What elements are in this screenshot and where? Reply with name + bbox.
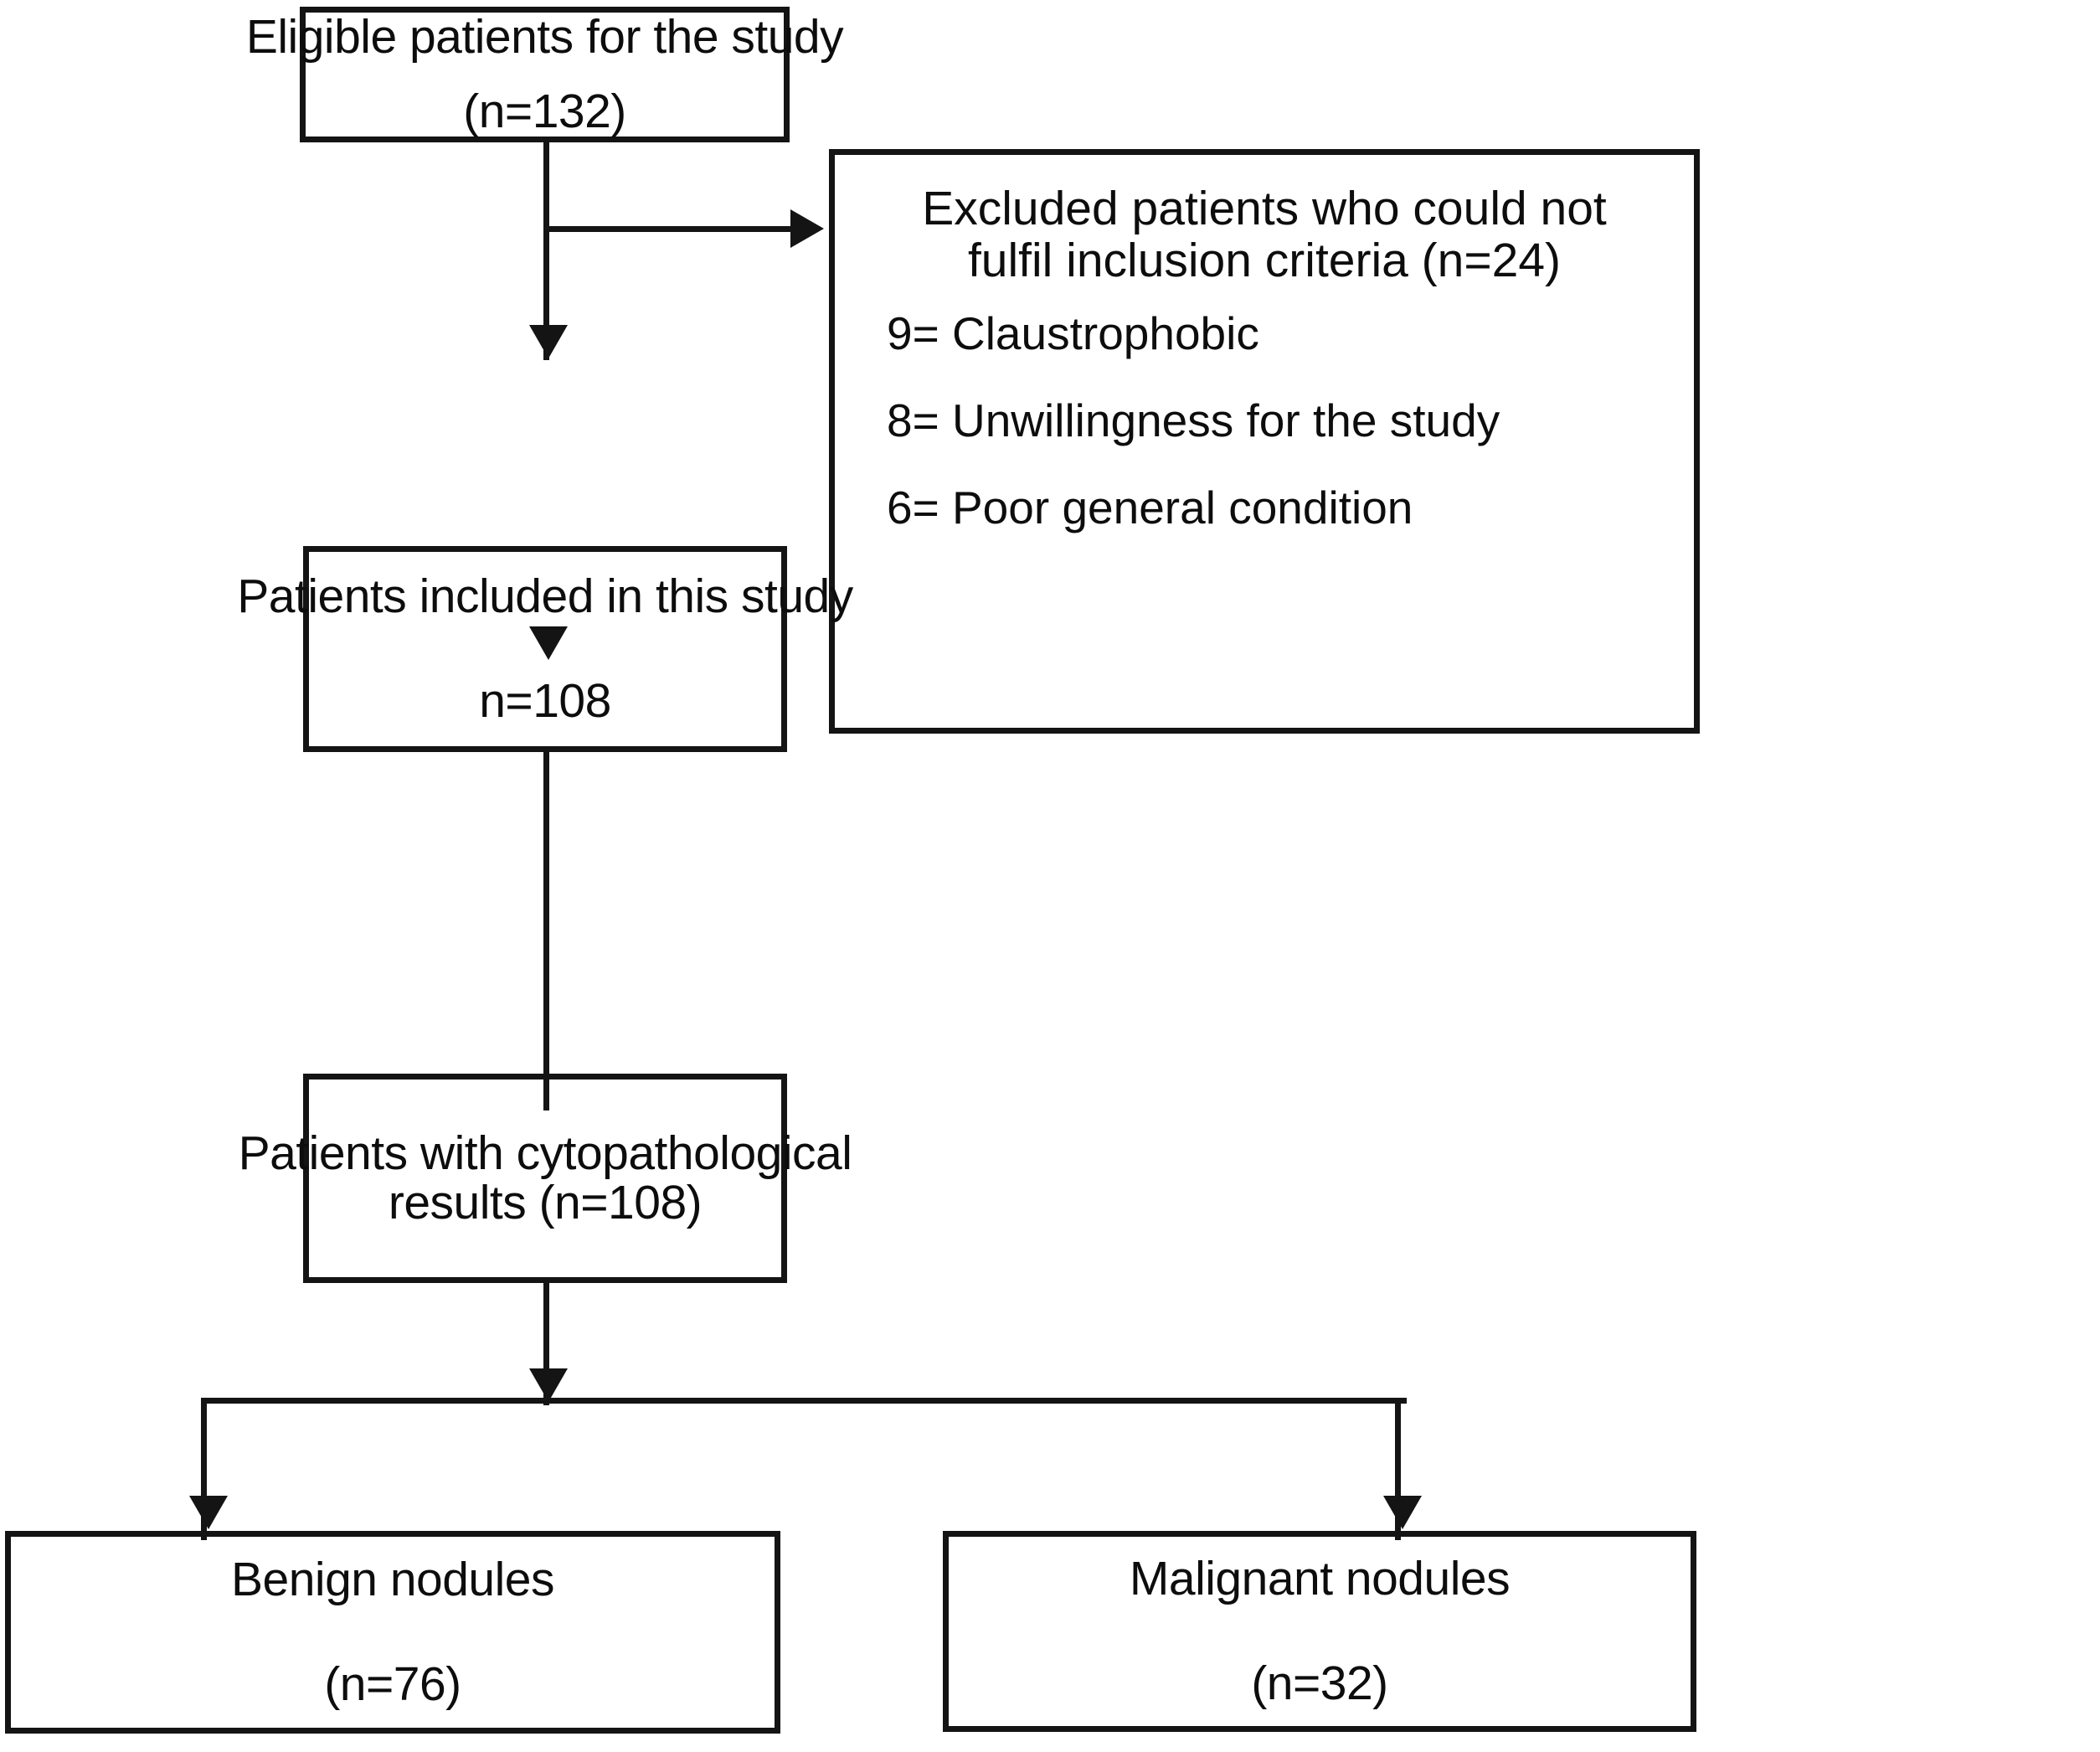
excluded-reason-list: 9= Claustrophobic 8= Unwillingness for t…: [835, 307, 1694, 533]
node-excluded-line1: Excluded patients who could not: [922, 182, 1607, 235]
arrowhead-down-icon: [529, 325, 568, 358]
connector-eligible-to-included: [543, 141, 549, 360]
node-malignant-title: Malignant nodules: [1129, 1551, 1511, 1605]
excluded-text-block: Excluded patients who could not fulfil i…: [835, 183, 1694, 532]
node-malignant-nodules: Malignant nodules (n=32): [943, 1531, 1696, 1732]
node-included-title: Patients included in this study: [237, 569, 853, 623]
connector-cyto-to-split: [543, 1281, 549, 1405]
node-eligible-patients: Eligible patients for the study (n=132): [246, 7, 844, 142]
node-excluded-line2: fulfil inclusion criteria (n=24): [967, 233, 1562, 287]
connector-included-to-cyto: [543, 750, 549, 1110]
excluded-reason-claustrophobic: 9= Claustrophobic: [887, 307, 1259, 360]
connector-split-to-malignant: [1395, 1398, 1401, 1540]
excluded-reason-unwillingness: 8= Unwillingness for the study: [887, 394, 1500, 446]
connector-to-excluded: [543, 226, 795, 232]
arrowhead-down-icon: [1383, 1496, 1422, 1529]
node-cyto-line2: results (n=108): [388, 1176, 703, 1229]
node-benign-count: (n=76): [324, 1657, 461, 1711]
arrowhead-right-icon: [790, 209, 824, 248]
node-excluded-patients: Excluded patients who could not fulfil i…: [829, 149, 1700, 734]
node-patients-included: Patients included in this study n=108: [237, 546, 853, 752]
node-included-count: n=108: [479, 674, 611, 728]
excluded-reason-poor-general-condition: 6= Poor general condition: [887, 481, 1413, 533]
arrowhead-down-icon: [529, 626, 568, 660]
node-cyto-line1: Patients with cytopathological: [238, 1126, 852, 1180]
node-benign-nodules: Benign nodules (n=76): [5, 1531, 780, 1734]
node-malignant-count: (n=32): [1251, 1657, 1388, 1710]
connector-split-horizontal: [201, 1398, 1407, 1404]
connector-split-to-benign: [201, 1398, 207, 1540]
node-benign-title: Benign nodules: [231, 1552, 555, 1606]
arrowhead-down-icon: [189, 1496, 228, 1529]
arrowhead-down-icon: [529, 1368, 568, 1402]
node-eligible-count: (n=132): [463, 84, 626, 138]
node-eligible-title: Eligible patients for the study: [245, 10, 844, 64]
